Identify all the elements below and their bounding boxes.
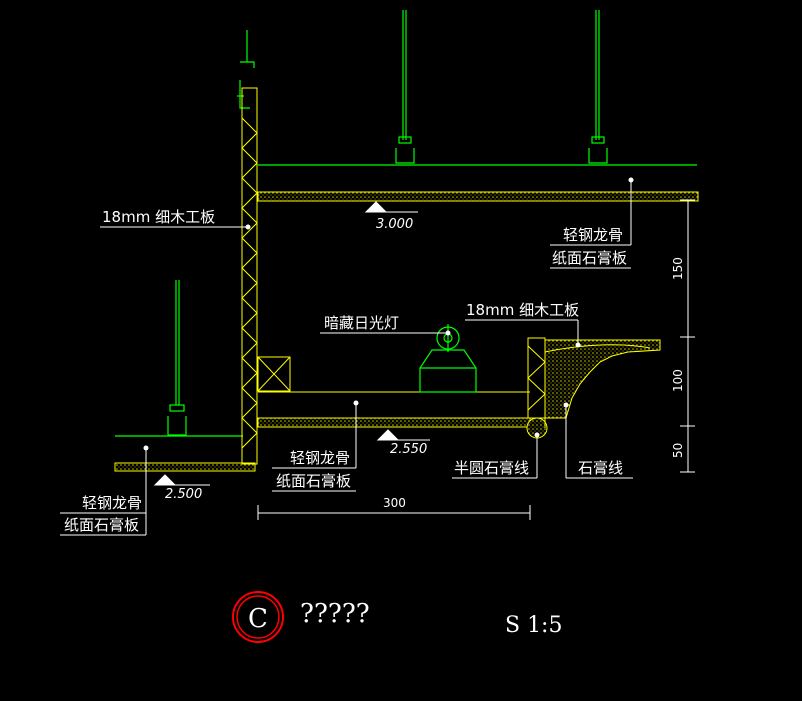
- elevation-markers: [153, 201, 430, 486]
- label-board-top: 18mm 细木工板: [102, 208, 215, 226]
- title-symbol-letter: C: [248, 604, 268, 634]
- elevation-low: 2.500: [165, 487, 202, 502]
- upper-hangers: [115, 10, 697, 437]
- label-board-mid: 18mm 细木工板: [466, 301, 579, 319]
- label-keel-mid: 轻钢龙骨: [290, 449, 350, 467]
- label-gypsum-mid: 纸面石膏板: [276, 472, 351, 490]
- drawing-scale: S 1:5: [505, 613, 562, 638]
- label-keel-top: 轻钢龙骨: [563, 226, 623, 244]
- dimension-150: 150: [671, 257, 685, 280]
- dimension-lines: [257, 199, 695, 520]
- dimension-width: 300: [383, 496, 406, 510]
- label-gypsum-line: 石膏线: [578, 459, 623, 477]
- wood-board-wall: [241, 87, 530, 465]
- fluorescent-light-icon: [419, 324, 477, 393]
- gypsum-cornice: [526, 337, 661, 439]
- drawing-title: ?????: [300, 599, 370, 629]
- title-symbol: C: [232, 591, 284, 643]
- label-half-round: 半圆石膏线: [454, 459, 529, 477]
- leader-dots: [143, 177, 634, 451]
- label-keel-left: 轻钢龙骨: [82, 494, 142, 512]
- dimension-100: 100: [671, 369, 685, 392]
- label-gypsum-left: 纸面石膏板: [64, 516, 139, 534]
- label-gypsum-top: 纸面石膏板: [552, 249, 627, 267]
- dimension-50: 50: [671, 443, 685, 458]
- elevation-mid: 2.550: [390, 442, 427, 457]
- leader-lines: [60, 180, 633, 536]
- elevation-top: 3.000: [376, 217, 413, 232]
- label-light: 暗藏日光灯: [324, 314, 399, 332]
